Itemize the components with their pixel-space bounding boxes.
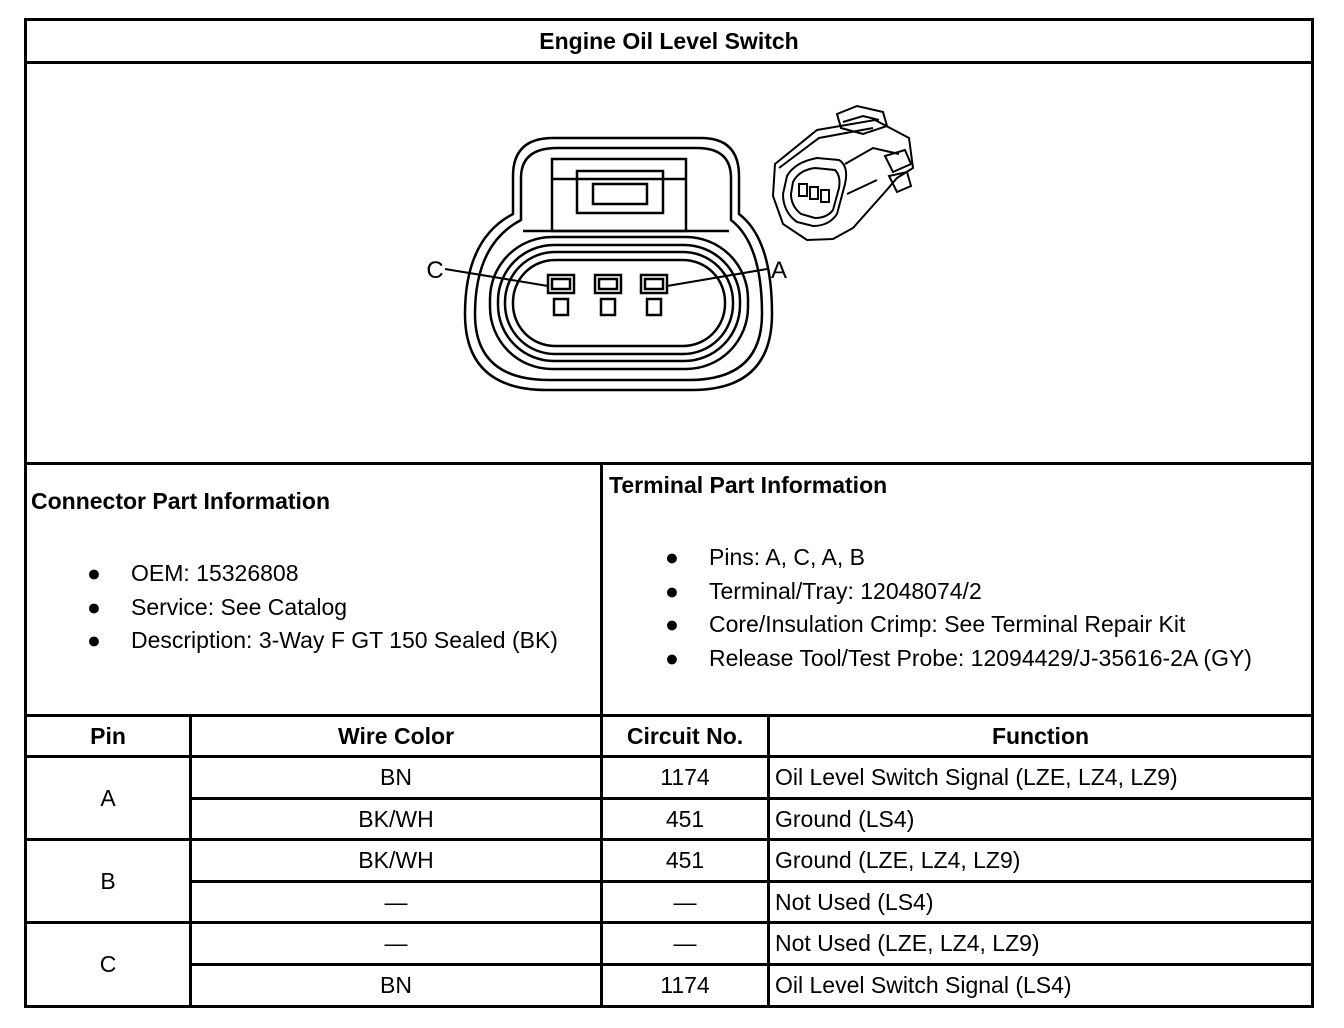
cavity-c-lower xyxy=(552,297,570,317)
circuit-number: 1174 xyxy=(660,972,710,998)
circuit-number: — xyxy=(673,930,697,956)
wire-color: BN xyxy=(380,764,412,790)
cavity-a-lower xyxy=(645,297,663,317)
page-title: Engine Oil Level Switch xyxy=(539,27,799,54)
cavity-c xyxy=(546,273,576,295)
circuit-number: — xyxy=(673,888,697,915)
leader-line-c xyxy=(444,268,549,287)
wire-color: BK/WH xyxy=(358,847,434,873)
wire-color: — xyxy=(384,888,408,915)
latch-tab xyxy=(575,169,665,215)
function: Ground (LS4) xyxy=(775,805,915,832)
bullet-icon: ● xyxy=(665,544,679,570)
list-item: ●Pins: A, C, A, B xyxy=(665,541,1252,575)
header-pin: Pin xyxy=(90,722,126,749)
wire-color: BK/WH xyxy=(358,805,434,832)
pin-label-c: C xyxy=(426,257,443,284)
circuit-number: 1174 xyxy=(660,764,710,790)
connector-3d-view xyxy=(771,104,915,242)
bullet-icon: ● xyxy=(87,593,101,620)
bullet-icon: ● xyxy=(87,560,101,586)
mating-face-inner xyxy=(511,258,727,348)
rule-title xyxy=(24,61,1314,64)
header-wire-color: Wire Color xyxy=(337,722,455,749)
function: Oil Level Switch Signal (LZE, LZ4, LZ9) xyxy=(775,764,1178,790)
cavity-c-inner xyxy=(550,277,572,291)
connector-diagram: C A xyxy=(426,104,915,392)
function: Not Used (LZE, LZ4, LZ9) xyxy=(775,930,1040,956)
rule-pin-col xyxy=(189,714,192,1008)
cavity-a-inner xyxy=(643,277,665,291)
cavity-b-inner xyxy=(597,277,619,291)
function: Ground (LZE, LZ4, LZ9) xyxy=(775,847,1021,873)
wire-color: — xyxy=(384,930,408,956)
rule-pin-b xyxy=(24,921,1314,924)
circuit-number: 451 xyxy=(665,805,705,832)
connector-outer-shell xyxy=(463,136,774,392)
connector-info-heading: Connector Part Information xyxy=(31,488,331,514)
mating-face-outer xyxy=(488,235,750,371)
mating-face-ring-2 xyxy=(496,243,742,363)
rule-row-1 xyxy=(191,797,1314,800)
rule-header xyxy=(24,755,1314,758)
function: Not Used (LS4) xyxy=(775,888,934,915)
latch-slot xyxy=(591,182,649,206)
rule-row-5 xyxy=(191,963,1314,966)
rule-info xyxy=(24,714,1314,717)
bullet-icon: ● xyxy=(665,577,679,604)
wire-color: BN xyxy=(380,972,412,998)
list-item: ●Description: 3-Way F GT 150 Sealed (BK) xyxy=(87,624,558,658)
connector-inner-shell xyxy=(473,146,764,382)
rule-diagram xyxy=(24,462,1314,465)
pin-a: A xyxy=(100,784,116,811)
bullet-icon: ● xyxy=(665,611,679,637)
terminal-info-list: ●Pins: A, C, A, B ●Terminal/Tray: 120480… xyxy=(665,541,1252,676)
cavity-b xyxy=(593,273,623,295)
header-function: Function xyxy=(991,722,1090,749)
cavity-b-lower xyxy=(599,297,617,317)
function: Oil Level Switch Signal (LS4) xyxy=(775,972,1072,998)
rule-row-3 xyxy=(191,880,1314,883)
bullet-icon: ● xyxy=(87,627,101,653)
pin-c: C xyxy=(99,951,117,977)
connector-info-list: ●OEM: 15326808 ●Service: See Catalog ●De… xyxy=(87,557,558,658)
mating-face-ring-3 xyxy=(503,250,735,356)
list-item: ●Core/Insulation Crimp: See Terminal Rep… xyxy=(665,608,1252,642)
header-circuit: Circuit No. xyxy=(626,722,744,749)
bullet-icon: ● xyxy=(665,644,679,671)
list-item: ●Release Tool/Test Probe: 12094429/J-356… xyxy=(665,642,1252,676)
list-item: ●Terminal/Tray: 12048074/2 xyxy=(665,575,1252,609)
circuit-number: 451 xyxy=(665,847,705,873)
leader-line-a xyxy=(666,268,768,287)
pin-label-a: A xyxy=(771,257,787,284)
document-frame xyxy=(24,18,1314,1008)
rule-circuit-col xyxy=(767,714,770,1008)
terminal-info-heading: Terminal Part Information xyxy=(609,472,888,498)
list-item: ●Service: See Catalog xyxy=(87,591,558,625)
rule-pin-a xyxy=(24,838,1314,841)
pin-b: B xyxy=(100,867,116,894)
list-item: ●OEM: 15326808 xyxy=(87,557,558,591)
rule-info-divider xyxy=(600,462,603,1008)
cavity-a xyxy=(639,273,669,295)
